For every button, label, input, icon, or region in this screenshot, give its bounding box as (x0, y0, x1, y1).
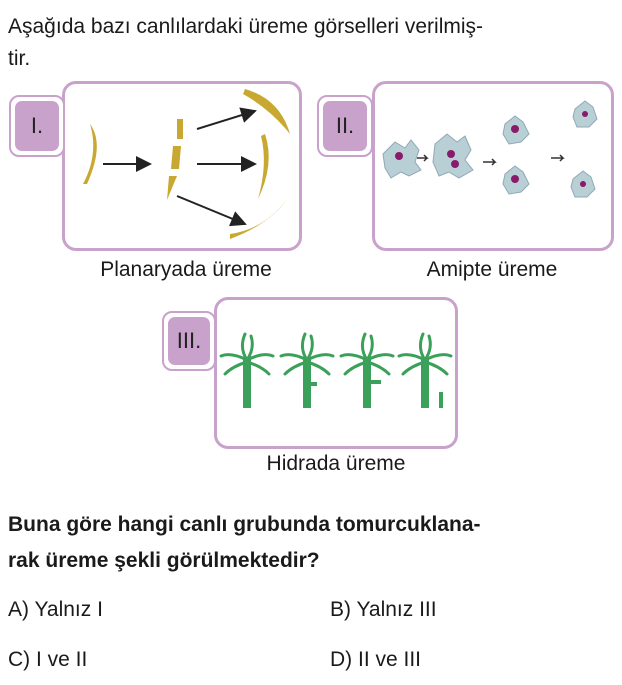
panel-label-I: I. (9, 95, 65, 157)
panel-caption-III: Hidrada üreme (266, 452, 406, 475)
amoeba-figure (372, 81, 614, 251)
option-b[interactable]: B) Yalnız III (330, 598, 437, 621)
option-a[interactable]: A) Yalnız I (8, 598, 103, 621)
question-line-1: Buna göre hangi canlı grubunda tomurcukl… (8, 513, 481, 536)
hydra-figure (214, 297, 458, 449)
panel-caption-I: Planaryada üreme (100, 258, 272, 281)
intro-line-1: Aşağıda bazı canlılardaki üreme görselle… (8, 15, 484, 38)
hydra-illustration (219, 332, 453, 408)
intro-line-2: tir. (8, 47, 31, 70)
question-line-2: rak üreme şekli görülmektedir? (8, 549, 320, 572)
option-d[interactable]: D) II ve III (330, 648, 422, 671)
planaria-figure (62, 81, 302, 251)
option-c[interactable]: C) I ve II (8, 648, 88, 671)
amoeba-illustration (382, 100, 598, 198)
panel-label-III: III. (162, 311, 216, 371)
panel-label-II: II. (317, 95, 373, 157)
planaria-illustration (83, 89, 290, 239)
panel-caption-II: Amipte üreme (426, 258, 558, 281)
